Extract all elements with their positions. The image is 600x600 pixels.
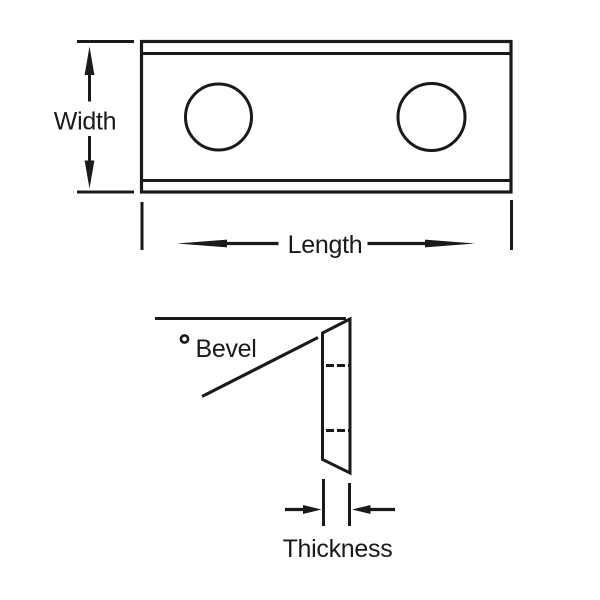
width-label: Width bbox=[54, 108, 116, 136]
thickness-dimension: Thickness bbox=[283, 479, 395, 563]
side-profile-outline bbox=[321, 316, 352, 476]
bevel-label: Bevel bbox=[196, 335, 257, 363]
part-outline bbox=[139, 39, 513, 194]
length-dimension: Length bbox=[140, 200, 513, 259]
thickness-label: Thickness bbox=[283, 535, 393, 563]
thickness-arrow-right-icon bbox=[303, 505, 322, 514]
length-arrow-right-icon bbox=[425, 239, 475, 248]
length-label: Length bbox=[288, 231, 363, 259]
width-arrow-down-icon bbox=[84, 160, 95, 189]
thickness-arrow-left-icon bbox=[352, 505, 371, 514]
degree-symbol-icon bbox=[179, 334, 190, 344]
width-arrow-up-icon bbox=[84, 46, 95, 75]
bevel-angle-line bbox=[201, 336, 319, 398]
side-view: Bevel bbox=[155, 316, 352, 476]
length-arrow-left-icon bbox=[177, 239, 227, 248]
top-view bbox=[139, 39, 513, 194]
hole-left bbox=[184, 82, 253, 152]
width-dimension: Width bbox=[54, 40, 134, 194]
hole-right bbox=[396, 82, 467, 152]
